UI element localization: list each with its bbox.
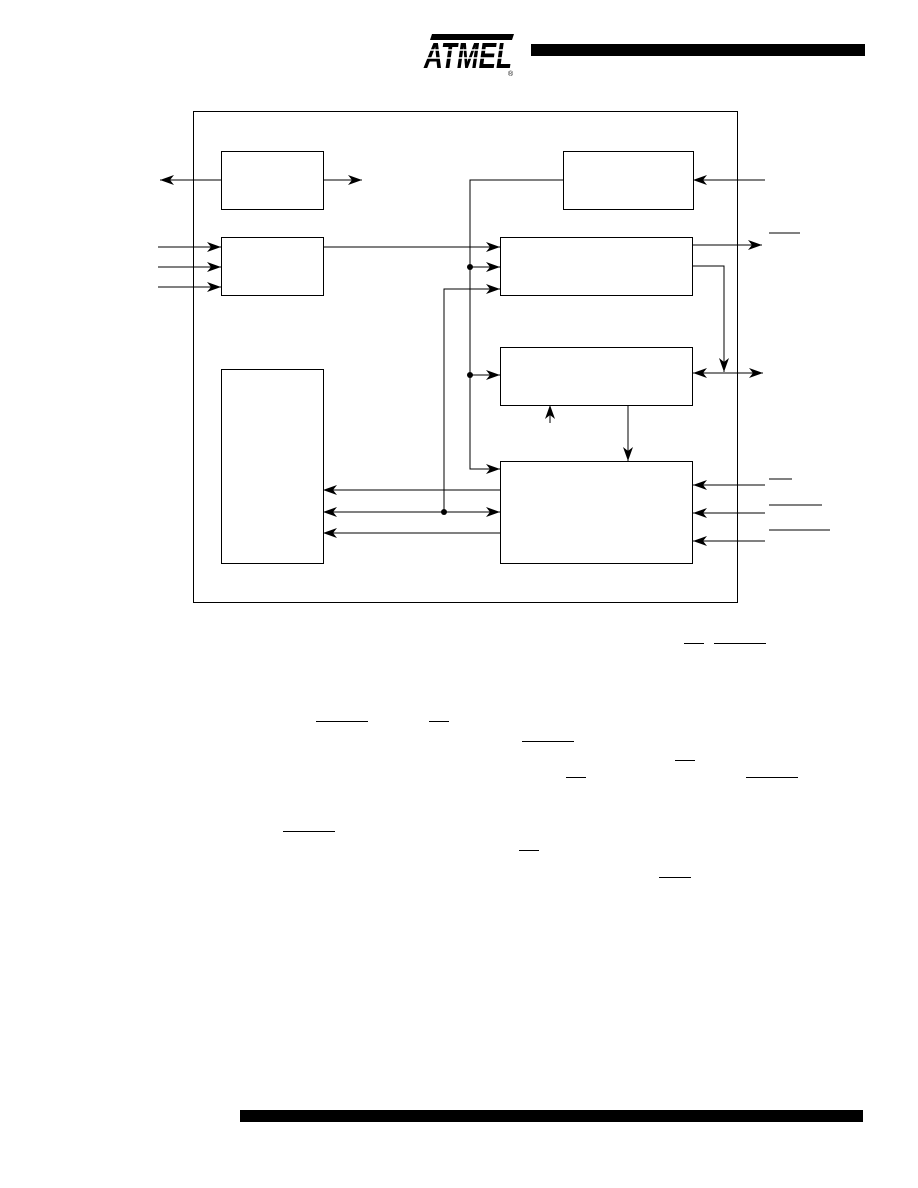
- header-rule: [531, 44, 865, 56]
- registered-mark: ®: [508, 70, 514, 78]
- block-top-right: [563, 151, 694, 210]
- bus-vertical-444: [443, 288, 500, 512]
- block-input-left: [221, 237, 324, 296]
- overbar-text-9: [283, 831, 335, 832]
- overbar-text-5: [522, 741, 574, 742]
- overbar-text-4: [429, 721, 449, 722]
- connector-block1-down: [693, 265, 729, 372]
- logo-letters: ATMEL: [423, 35, 512, 76]
- overbar-text-8: [746, 777, 798, 778]
- block-mid-right-1: [500, 237, 693, 296]
- overbar-text-11: [659, 877, 691, 878]
- block-top-left: [221, 151, 324, 210]
- overbar-text-1: [684, 643, 704, 644]
- atmel-logo: ATMEL ®: [422, 34, 518, 78]
- overbar-text-7: [566, 777, 586, 778]
- logo-swoosh: [430, 34, 514, 40]
- bus-vertical-470: [469, 179, 563, 470]
- block-tall-left: [221, 369, 324, 564]
- block-mid-right-2: [500, 347, 693, 406]
- footer-rule: [240, 1110, 863, 1122]
- diagram-frame: [193, 111, 738, 603]
- overbar-text-10: [519, 850, 539, 851]
- junction-dot: [441, 509, 447, 515]
- overbar-text-2: [714, 643, 766, 644]
- junction-dot: [467, 264, 473, 270]
- junction-dot: [467, 372, 473, 378]
- block-bottom-right: [500, 461, 693, 564]
- overbar-text-3: [316, 721, 368, 722]
- overbar-text-6: [675, 760, 695, 761]
